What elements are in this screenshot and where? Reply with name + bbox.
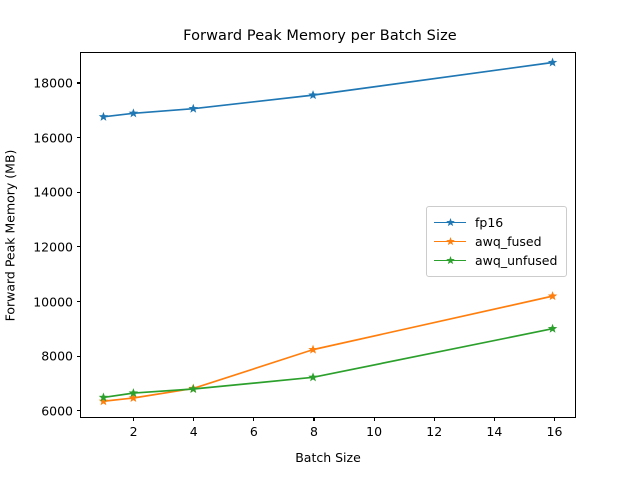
y-tick-mark (77, 301, 81, 303)
data-point-marker (128, 388, 139, 398)
legend-swatch-icon (434, 255, 466, 267)
plot-lines (98, 57, 558, 406)
y-tick-mark (77, 410, 81, 412)
legend-label: awq_unfused (475, 253, 558, 268)
y-tick-mark (77, 137, 81, 139)
y-tick-mark (77, 82, 81, 84)
legend-swatch-icon (434, 236, 466, 248)
y-axis-label: Forward Peak Memory (MB) (0, 52, 20, 418)
chart-legend: fp16 awq_fused awq_unfused (426, 206, 568, 277)
y-tick-label: 6000 (41, 403, 73, 419)
x-tick-label: 10 (366, 424, 383, 439)
x-tick-label: 14 (486, 424, 503, 439)
series-line (102, 327, 554, 399)
data-point-marker (98, 396, 109, 406)
y-tick-label: 10000 (33, 294, 73, 310)
legend-label: awq_fused (475, 234, 542, 249)
x-tick-mark (433, 417, 435, 421)
y-tick-mark (77, 246, 81, 248)
x-tick-label: 4 (189, 424, 198, 439)
y-axis-label-text: Forward Peak Memory (MB) (2, 149, 18, 321)
x-tick-mark (373, 417, 375, 421)
x-tick-label: 8 (309, 424, 318, 439)
data-point-marker (128, 108, 139, 118)
legend-label: fp16 (475, 215, 504, 230)
x-tick-mark (133, 417, 135, 421)
series-line (102, 61, 554, 118)
y-tick-label: 14000 (33, 184, 73, 200)
series-awq_fused (98, 291, 558, 406)
data-point-marker (308, 372, 318, 382)
data-point-marker (128, 393, 139, 403)
x-tick-mark (553, 417, 555, 421)
legend-item-awq_fused[interactable]: awq_fused (434, 232, 557, 251)
x-tick-label: 2 (129, 424, 138, 439)
y-tick-mark (77, 355, 81, 357)
legend-item-awq_unfused[interactable]: awq_unfused (434, 251, 557, 270)
data-point-marker (98, 111, 109, 121)
y-tick-label: 16000 (33, 130, 73, 146)
data-point-marker (547, 323, 558, 333)
y-tick-mark (77, 191, 81, 193)
series-line (102, 295, 554, 403)
x-tick-mark (253, 417, 255, 421)
data-point-marker (308, 90, 318, 100)
x-tick-mark (193, 417, 195, 421)
chart-title: Forward Peak Memory per Batch Size (183, 28, 457, 44)
data-point-marker (308, 344, 318, 354)
data-point-marker (188, 384, 199, 394)
legend-item-fp16[interactable]: fp16 (434, 213, 557, 232)
y-tick-label: 18000 (33, 75, 73, 91)
series-fp16 (98, 57, 558, 121)
y-tick-label: 8000 (41, 348, 73, 364)
data-point-marker (547, 57, 558, 67)
series-awq_unfused (98, 323, 558, 402)
x-tick-mark (313, 417, 315, 421)
data-point-marker (98, 392, 109, 402)
x-tick-label: 6 (249, 424, 258, 439)
x-axis-label: Batch Size (295, 450, 361, 465)
legend-swatch-icon (434, 217, 466, 229)
x-tick-mark (493, 417, 495, 421)
data-point-marker (547, 291, 558, 301)
y-tick-label: 12000 (33, 239, 73, 255)
x-tick-label: 12 (426, 424, 443, 439)
data-point-marker (188, 103, 199, 113)
x-tick-label: 16 (546, 424, 563, 439)
